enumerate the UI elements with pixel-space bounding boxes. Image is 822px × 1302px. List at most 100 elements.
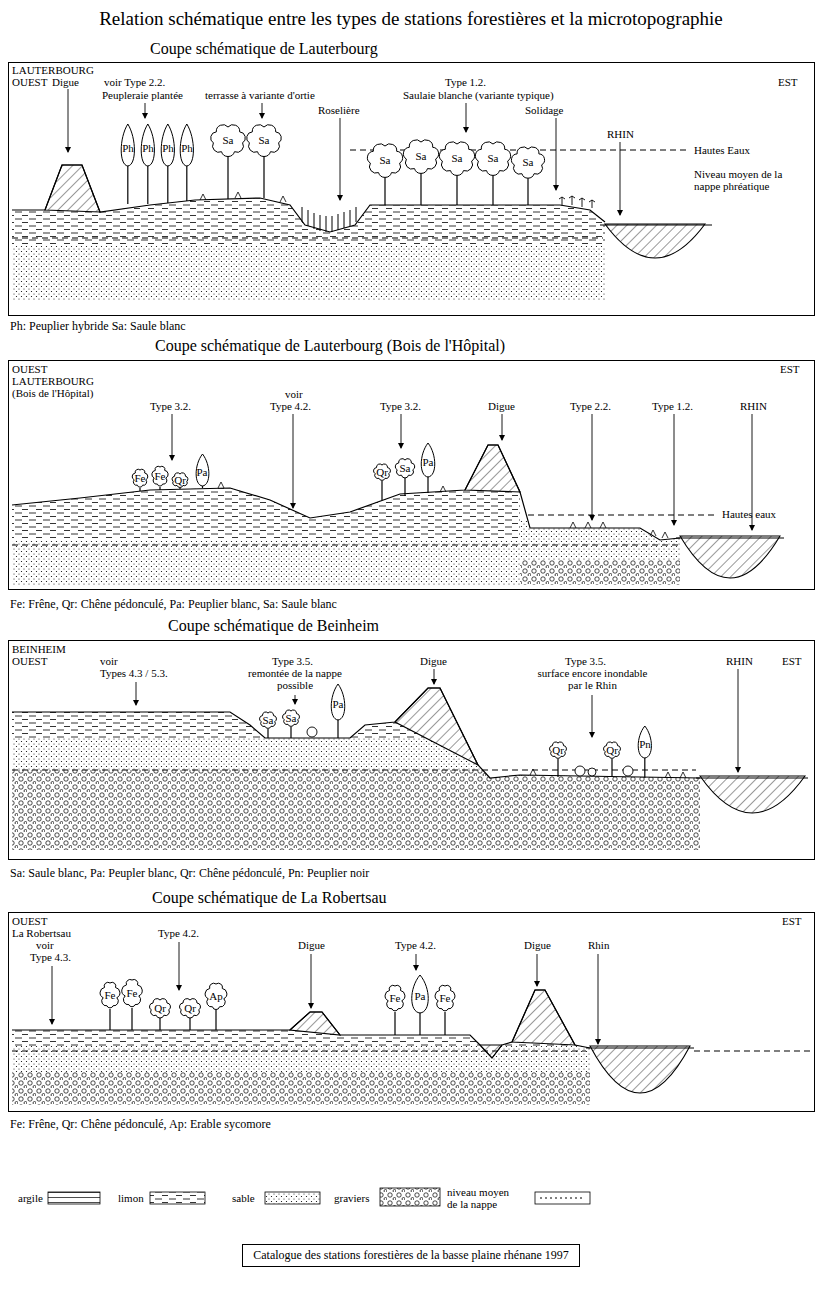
species-code: Qr xyxy=(606,744,618,756)
station-label: voir xyxy=(36,939,54,951)
tree-crown: Ap xyxy=(204,980,228,1012)
station-label: OUEST xyxy=(12,915,47,927)
species-code: Sa xyxy=(263,714,274,726)
tree-crown: Qr xyxy=(177,996,203,1020)
legend-label: graviers xyxy=(334,1192,369,1204)
poplar-tree: Pa xyxy=(418,442,438,478)
species-code: Sa xyxy=(400,462,411,474)
legend-label: niveau moyen de la nappe xyxy=(447,1186,522,1210)
section-panel: Coupe schématique de BeinheimBEINHEIMOUE… xyxy=(8,640,815,860)
station-label: OUEST xyxy=(12,363,47,375)
section-heading: Coupe schématique de Lauterbourg xyxy=(150,40,378,58)
poplar-tree: Pa xyxy=(328,683,348,721)
species-code: Sa xyxy=(523,156,534,168)
species-code: Pa xyxy=(423,456,434,468)
species-code: Pa xyxy=(415,990,426,1002)
poplar-tree: Pa xyxy=(408,974,432,1014)
station-label: BEINHEIM xyxy=(12,643,66,655)
tree-crown: Sa xyxy=(366,142,404,178)
species-code: Qr xyxy=(376,466,388,478)
species-code: Sa xyxy=(223,134,234,146)
species-key: Ph: Peuplier hybride Sa: Saule blanc xyxy=(10,319,186,333)
station-label: Type 4.2. xyxy=(395,939,436,951)
legend-label: limon xyxy=(118,1192,144,1204)
station-label: Digue xyxy=(488,400,515,412)
section-panel: Coupe schématique de LauterbourgLAUTERBO… xyxy=(8,62,815,316)
station-label: Type 3.5. xyxy=(272,655,313,667)
species-code: Fe xyxy=(440,992,451,1004)
poplar-tree: Ph xyxy=(118,123,138,167)
station-label: Digue xyxy=(298,939,325,951)
species-code: Fe xyxy=(105,989,116,1001)
tree-crown: Fe xyxy=(99,979,121,1011)
species-code: Sa xyxy=(380,154,391,166)
species-code: Qr xyxy=(184,1002,196,1014)
station-label: remontée de la nappe possible xyxy=(240,667,350,691)
species-code: Pn xyxy=(639,738,651,750)
poplar-tree: Pn xyxy=(635,725,655,759)
species-code: Ph xyxy=(122,142,134,154)
station-label: LAUTERBOURG xyxy=(12,375,94,387)
legend-label: sable xyxy=(232,1192,255,1204)
tree-crown: Sa xyxy=(280,707,302,729)
station-label: EST xyxy=(782,655,802,667)
tree-crown: Sa xyxy=(209,123,247,157)
station-label: Hautes eaux xyxy=(722,508,776,520)
species-code: Fe xyxy=(127,987,138,999)
poplar-tree: Pa xyxy=(193,453,212,487)
section-heading: Coupe schématique de Beinheim xyxy=(168,617,379,635)
station-label: Type 3.5. xyxy=(565,655,606,667)
station-label: Type 4.2. xyxy=(270,400,311,412)
poplar-tree: Ph xyxy=(177,123,197,167)
station-label: EST xyxy=(778,76,798,88)
tree-crown: Sa xyxy=(245,123,283,157)
station-label: Digue xyxy=(524,939,551,951)
tree-crown: Qr xyxy=(547,739,569,761)
tree-crown: Qr xyxy=(371,461,393,483)
station-label: Type 4.3. xyxy=(30,951,71,963)
station-label: EST xyxy=(782,915,802,927)
section-panel: Coupe schématique de Lauterbourg (Bois d… xyxy=(8,360,815,590)
station-label: EST xyxy=(780,363,800,375)
catalogue-caption: Catalogue des stations forestières de la… xyxy=(253,1248,569,1263)
species-code: Ph xyxy=(142,142,154,154)
section-panel: Coupe schématique de La RobertsauOUESTLa… xyxy=(8,912,815,1112)
station-label: OUEST xyxy=(12,655,47,667)
station-label: Types 4.3 / 5.3. xyxy=(100,667,168,679)
species-code: Qr xyxy=(552,744,564,756)
section-heading: Coupe schématique de Lauterbourg (Bois d… xyxy=(155,337,505,355)
station-label: Solidage xyxy=(525,104,564,116)
station-label: Rhin xyxy=(588,939,609,951)
station-label: RHIN xyxy=(740,400,767,412)
species-key: Fe: Frêne, Qr: Chêne pédonculé, Ap: Erab… xyxy=(10,1117,271,1131)
station-label: voir xyxy=(285,388,303,400)
station-label: Type 1.2. xyxy=(652,400,693,412)
tree-crown: Sa xyxy=(474,140,512,176)
tree-crown: Qr xyxy=(169,470,191,490)
station-label: voir Type 2.2. xyxy=(104,76,165,88)
tree-crown: Sa xyxy=(402,138,440,174)
station-label: Type 3.2. xyxy=(380,400,421,412)
tree-crown: Fe xyxy=(130,466,150,490)
species-code: Sa xyxy=(416,150,427,162)
station-label: Peupleraie plantée xyxy=(102,89,183,101)
station-label: OUEST xyxy=(12,76,47,88)
station-label: voir xyxy=(100,655,118,667)
species-code: Fe xyxy=(155,470,166,482)
species-key: Sa: Saule blanc, Pa: Peupler blanc, Qr: … xyxy=(10,866,369,880)
station-label: terrasse à variante d'ortie xyxy=(205,89,315,101)
station-label: Roselière xyxy=(318,104,360,116)
station-label: Type 2.2. xyxy=(570,400,611,412)
species-code: Qr xyxy=(154,1002,166,1014)
station-label: RHIN xyxy=(607,128,634,140)
station-label: Type 4.2. xyxy=(158,927,199,939)
poplar-tree: Ph xyxy=(138,123,158,167)
tree-crown: Sa xyxy=(438,140,476,176)
tree-crown: Sa xyxy=(393,456,417,480)
tree-crown: Qr xyxy=(147,996,173,1020)
species-code: Sa xyxy=(259,134,270,146)
station-label: Saulaie blanche (variante typique) xyxy=(403,89,554,101)
station-label: Hautes Eaux xyxy=(694,144,750,156)
station-label: (Bois de l'Hôpital) xyxy=(12,387,93,399)
